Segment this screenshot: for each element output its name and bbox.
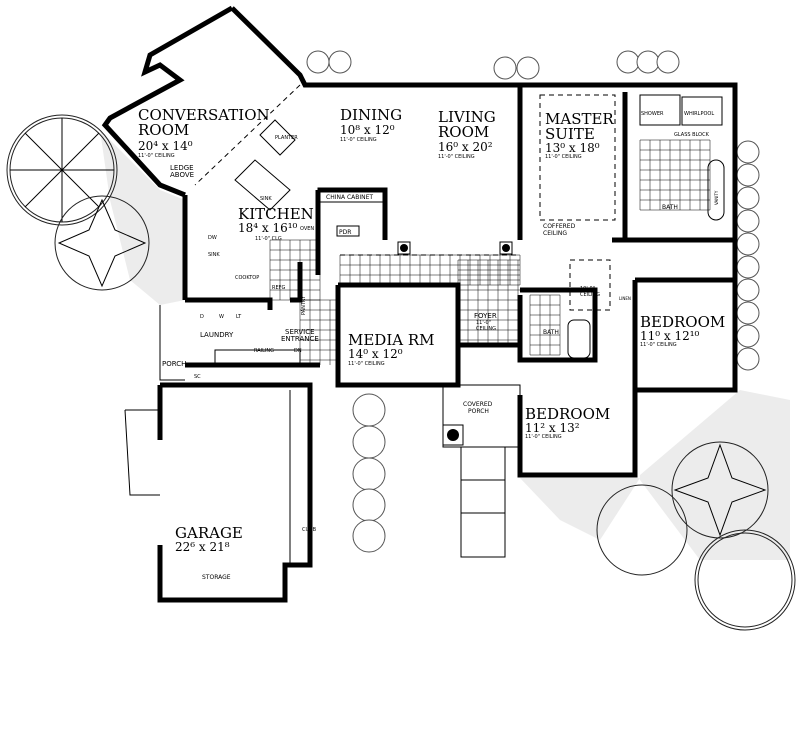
- label-lt: LT: [236, 314, 242, 320]
- room-name: MASTER: [545, 110, 614, 128]
- label-foyer: FOYER: [474, 312, 497, 320]
- landscape-stipple-right: [640, 390, 790, 560]
- label-bath: BATH: [543, 329, 559, 336]
- label-storage: STORAGE: [202, 574, 231, 581]
- label-d: D: [200, 314, 204, 320]
- room-name: BEDROOM: [525, 405, 610, 423]
- walls: [101, 5, 738, 603]
- label-pantry: PANTRY: [301, 295, 307, 315]
- room-bedroom-2: BEDROOM 11⁰ x 12¹⁰ 11'-0" CEILING: [640, 313, 725, 348]
- label-dw: DW: [208, 235, 217, 241]
- label-china-cabinet: CHINA CABINET: [326, 194, 373, 201]
- room-kitchen: KITCHEN 18⁴ x 16¹⁰ 11'-0" CLG: [238, 205, 314, 242]
- label-dn: DN: [294, 348, 302, 354]
- label-ledge: ABOVE: [170, 171, 194, 179]
- room-ceiling: 11'-0" CEILING: [545, 154, 582, 160]
- room-name: MEDIA RM: [348, 331, 435, 349]
- room-living: LIVING ROOM 16⁰ x 20² 11'-0" CEILING: [438, 108, 496, 160]
- shrubs: [306, 50, 760, 553]
- label-linen: LINEN: [619, 296, 631, 301]
- room-ceiling: 11'-0" CEILING: [138, 153, 175, 159]
- tree: [6, 114, 118, 226]
- tree: [596, 441, 796, 631]
- room-dims: 18⁴ x 16¹⁰: [238, 221, 298, 235]
- room-dims: 10⁸ x 12⁰: [340, 123, 395, 137]
- room-dims: 20⁴ x 14⁰: [138, 139, 193, 153]
- label-foyer-ceiling: CEILING: [476, 326, 496, 332]
- label-railing: RAILING: [254, 348, 274, 354]
- label-sc: SC: [194, 374, 201, 380]
- room-name: ROOM: [138, 121, 189, 139]
- label-foyer-ceiling: 11'-0": [476, 320, 491, 326]
- room-ceiling: 11'-0" CLG: [255, 236, 282, 242]
- label-bath: BATH: [662, 204, 678, 211]
- room-dims: 13⁰ x 18⁰: [545, 141, 600, 155]
- label-w: W: [219, 314, 224, 320]
- label-porch: PORCH: [162, 360, 186, 368]
- room-dims: 11² x 13²: [525, 421, 580, 435]
- label-sink: SINK: [260, 196, 272, 202]
- room-name: GARAGE: [175, 524, 243, 542]
- label-covered-porch: PORCH: [468, 408, 489, 415]
- label-shower: SHOWER: [641, 111, 664, 117]
- label-refg: REFG: [272, 285, 286, 291]
- room-media: MEDIA RM 14⁰ x 12⁰ 11'-0" CEILING: [348, 331, 435, 367]
- room-dims: 22⁶ x 21⁸: [175, 540, 230, 554]
- tree: [54, 195, 150, 291]
- room-dims: 14⁰ x 12⁰: [348, 347, 403, 361]
- label-laundry: LAUNDRY: [200, 331, 234, 339]
- label-kitchen-sink: SINK: [208, 252, 220, 258]
- room-bedroom-3: BEDROOM 11² x 13² 11'-0" CEILING: [525, 405, 610, 440]
- room-ceiling: 11'-0" CEILING: [525, 434, 562, 440]
- room-master-suite: MASTER SUITE 13⁰ x 18⁰ 11'-0" CEILING: [545, 110, 614, 160]
- landscape-stipple-left: [100, 130, 185, 305]
- room-dims: 11⁰ x 12¹⁰: [640, 329, 700, 343]
- room-name: ROOM: [438, 123, 489, 141]
- label-cooktop: COOKTOP: [235, 275, 259, 281]
- label-vanity: VANITY: [714, 190, 719, 205]
- room-name: SUITE: [545, 125, 595, 143]
- room-ceiling: 11'-0" CEILING: [340, 137, 377, 143]
- label-coffered: COFFERED: [543, 223, 576, 230]
- label-covered-porch: COVERED: [463, 401, 493, 408]
- label-whirlpool: WHIRLPOOL: [684, 111, 714, 117]
- details: [124, 84, 725, 565]
- label-glass-block: GLASS BLOCK: [674, 132, 710, 138]
- room-name: KITCHEN: [238, 205, 314, 223]
- label-service: SERVICE: [285, 328, 315, 336]
- label-hall-ceiling: CEILING: [580, 292, 600, 298]
- label-curb: CURB: [302, 527, 317, 533]
- label-service: ENTRANCE: [281, 335, 319, 343]
- landscape-stipple-bottom: [520, 478, 640, 540]
- room-dims: 16⁰ x 20²: [438, 140, 493, 154]
- room-name: LIVING: [438, 108, 496, 126]
- room-name: CONVERSATION: [138, 106, 270, 124]
- room-name: DINING: [340, 106, 402, 124]
- room-dining: DINING 10⁸ x 12⁰ 11'-0" CEILING: [340, 106, 402, 143]
- fixture-labels: LEDGE ABOVE PLANTER SINK CHINA CABINET P…: [162, 111, 719, 581]
- label-ledge: LEDGE: [170, 164, 194, 172]
- room-garage: GARAGE 22⁶ x 21⁸: [175, 524, 243, 554]
- room-ceiling: 11'-0" CEILING: [348, 361, 385, 367]
- label-pdr: PDR: [339, 229, 351, 236]
- label-oven: OVEN: [300, 226, 314, 232]
- room-conversation: CONVERSATION ROOM 20⁴ x 14⁰ 11'-0" CEILI…: [138, 106, 270, 159]
- label-hall-ceiling: 10'-0": [580, 286, 595, 292]
- room-name: BEDROOM: [640, 313, 725, 331]
- room-ceiling: 11'-0" CEILING: [438, 154, 475, 160]
- room-ceiling: 11'-0" CEILING: [640, 342, 677, 348]
- label-coffered: CEILING: [543, 230, 567, 237]
- label-planter: PLANTER: [275, 135, 298, 141]
